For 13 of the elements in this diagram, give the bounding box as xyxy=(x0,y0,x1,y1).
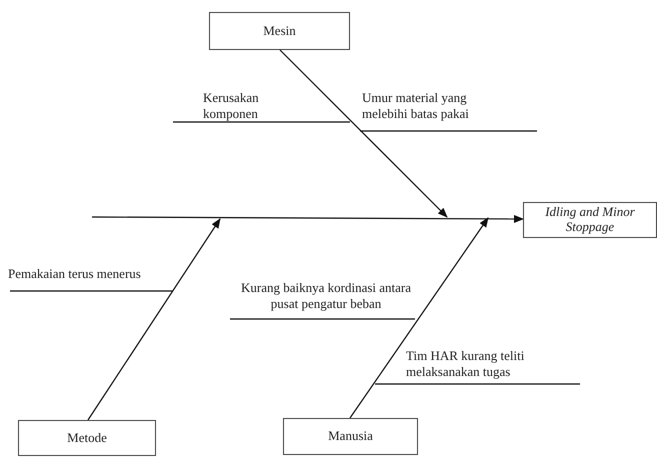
bone-arrow xyxy=(280,50,448,218)
cause-label: Kerusakan komponen xyxy=(203,90,260,122)
cause-label: Tim HAR kurang teliti melaksanakan tugas xyxy=(406,348,526,380)
cause-label: Kurang baiknya kordinasi antara pusat pengatur beban xyxy=(240,280,412,312)
spine-arrow xyxy=(92,214,524,223)
category-box: Mesin xyxy=(209,12,350,50)
effect-box: Idling and Minor Stoppage xyxy=(523,202,657,238)
bone-arrow xyxy=(350,217,489,418)
category-box: Metode xyxy=(18,420,156,456)
cause-label: Umur material yang melebihi batas pakai xyxy=(362,90,470,122)
cause-label: Pemakaian terus menerus xyxy=(8,266,142,282)
category-box: Manusia xyxy=(283,418,418,455)
bone-arrow xyxy=(88,218,221,420)
